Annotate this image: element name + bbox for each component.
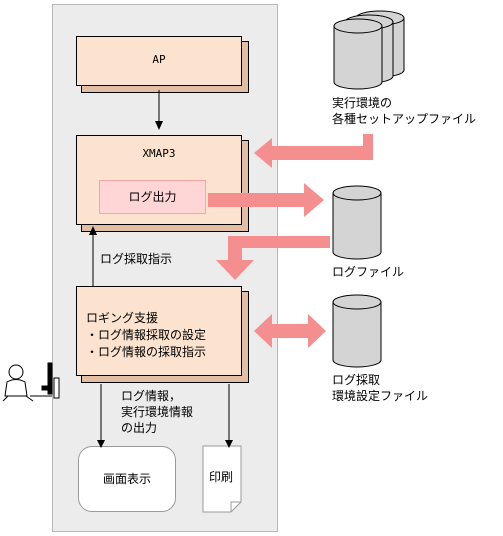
logging-support-box: ロギング支援 ・ログ情報採取の設定 ・ログ情報の採取指示 [76, 286, 242, 376]
output-label-line2: 実行環境情報 [121, 405, 194, 419]
logging-support-title: ロギング支援 [86, 311, 159, 325]
setup-file-label-line1: 実行環境の [332, 96, 393, 110]
output-label-line1: ログ情報， [121, 389, 182, 403]
log-output-box: ログ出力 [99, 180, 206, 214]
log-file-cylinder [332, 185, 382, 260]
log-env-file-label-line2: 環境設定ファイル [332, 389, 429, 403]
log-output-to-file-arrow [208, 183, 324, 217]
screen-arrowhead [97, 440, 105, 448]
log-file-label: ログファイル [332, 265, 405, 279]
print-document-shape [202, 445, 242, 513]
setup-file-label-line2: 各種セットアップファイル [332, 112, 477, 126]
log-env-file-cylinder [332, 294, 382, 368]
ap-label: AP [152, 53, 166, 66]
setup-to-xmap3-arrow [254, 134, 373, 168]
instruction-arrowhead [89, 226, 97, 235]
xmap3-label: XMAP3 [142, 147, 176, 160]
logging-support-item-settings: ・ログ情報採取の設定 [86, 328, 207, 342]
output-label-line3: の出力 [121, 421, 158, 435]
print-label: 印刷 [209, 470, 234, 484]
support-env-bidirectional-arrow [254, 314, 326, 348]
user-at-terminal-icon [2, 362, 60, 402]
logging-support-item-instruction: ・ログ情報の採取指示 [86, 345, 207, 359]
print-document-fold [230, 501, 241, 512]
log-file-to-support-arrow [216, 236, 330, 280]
ap-box: AP [76, 36, 242, 86]
print-arrowhead [225, 440, 233, 448]
log-instruction-label: ログ採取指示 [100, 252, 173, 266]
ap-arrowhead [155, 121, 163, 130]
log-env-file-label-line1: ログ採取 [332, 373, 381, 387]
setup-file-cylinder-front [333, 18, 383, 90]
screen-display-box: 画面表示 [78, 446, 176, 512]
